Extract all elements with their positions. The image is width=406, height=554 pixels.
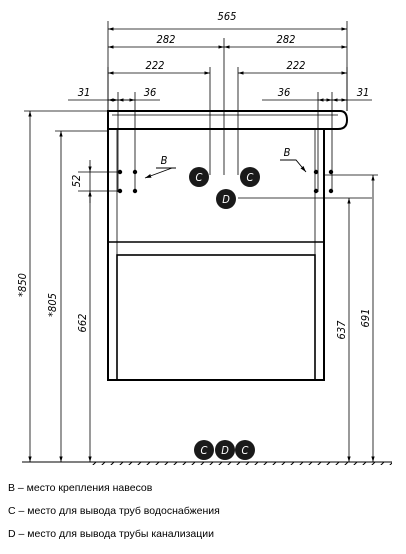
- pipe-markers: [189, 167, 260, 460]
- floor-water-label-right: C: [242, 444, 249, 457]
- hook-point: [313, 169, 319, 175]
- hook-point: [132, 169, 138, 175]
- dim-body-height: *805: [46, 293, 59, 317]
- floor-drain-label: D: [221, 444, 229, 457]
- drain-outlet-label: D: [222, 193, 230, 206]
- dim-total-width: 565: [218, 10, 237, 23]
- vertical-dimensions: [24, 110, 378, 462]
- horizontal-dimensions: [68, 21, 372, 192]
- hook-point: [132, 188, 138, 194]
- water-outlet-left-label: C: [196, 171, 203, 184]
- cabinet-dimension-drawing: 565 282 282 222 222 31 36 36 31 52 *850 …: [16, 10, 392, 465]
- dim-total-height: *850: [16, 273, 29, 297]
- dimension-labels: 565 282 282 222 222 31 36 36 31 52 *850 …: [16, 10, 372, 339]
- legend-item-drain: D – место для вывода трубы канализации: [8, 528, 215, 540]
- water-outlet-left-marker: [189, 167, 209, 187]
- hook-point: [328, 188, 334, 194]
- dim-hook-right: 36: [278, 86, 291, 99]
- dim-right-mark-height-1: 637: [335, 320, 348, 340]
- dim-edge-right: 31: [357, 86, 370, 99]
- hook-point: [117, 169, 123, 175]
- dim-left-mark-height: 662: [76, 314, 89, 333]
- dim-offset-right: 222: [287, 59, 306, 72]
- drain-outlet-marker: [216, 189, 236, 209]
- water-outlet-right-label: C: [247, 171, 254, 184]
- hook-point: [328, 169, 334, 175]
- floor: [22, 461, 392, 465]
- water-outlet-right-marker: [240, 167, 260, 187]
- hook-label-left: B: [161, 154, 168, 167]
- countertop: [107, 110, 349, 130]
- dim-half-width-right: 282: [277, 33, 296, 46]
- dim-half-width-left: 282: [157, 33, 176, 46]
- floor-water-label-left: C: [201, 444, 208, 457]
- floor-water-marker-left: [194, 440, 214, 460]
- legend-item-hooks: B – место крепления навесов: [8, 482, 153, 494]
- dim-hook-left: 36: [144, 86, 157, 99]
- marker-labels: B B C C D C D C: [161, 146, 291, 457]
- dim-hook-spacing: 52: [70, 175, 83, 188]
- dim-right-mark-height-2: 691: [359, 309, 372, 328]
- cabinet-outline: [107, 110, 349, 381]
- legend: B – место крепления навесов C – место дл…: [8, 477, 403, 546]
- dim-edge-left: 31: [78, 86, 91, 99]
- hook-point: [117, 188, 123, 194]
- dim-offset-left: 222: [146, 59, 165, 72]
- floor-water-marker-right: [235, 440, 255, 460]
- b-leaders: [144, 159, 307, 179]
- hook-points: [117, 169, 334, 194]
- drawer-front: [116, 254, 316, 381]
- hook-point: [313, 188, 319, 194]
- legend-item-water: C – место для вывода труб водоснабжения: [8, 505, 220, 517]
- floor-drain-marker: [215, 440, 235, 460]
- hook-label-right: B: [284, 146, 291, 159]
